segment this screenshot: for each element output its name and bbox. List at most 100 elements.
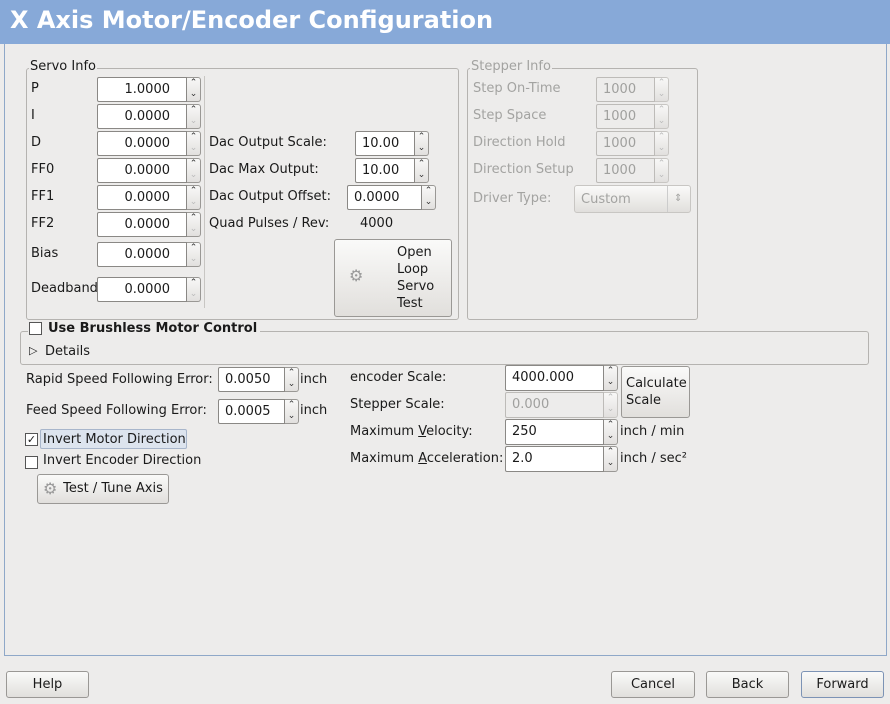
rapid-following-error-label: Rapid Speed Following Error: [26,372,213,387]
dac-max-output-spinner[interactable]: ⌃⌄ [415,158,429,183]
brushless-toggle[interactable]: Use Brushless Motor Control [28,321,261,336]
servo-param-spinner[interactable]: ⌃⌄ [187,77,201,102]
brushless-checkbox[interactable] [29,322,42,335]
servo-param-label: D [31,135,42,150]
expander-arrow-icon[interactable]: ▷ [29,344,38,357]
stepper-param-label: Step Space [473,108,547,123]
servo-param-label: FF1 [31,189,55,204]
max-acceleration-spinner[interactable]: ⌃⌄ [604,446,618,472]
servo-param-spinner[interactable]: ⌃⌄ [187,242,201,267]
stepper-scale-spinner[interactable]: ⌃⌄ [604,392,618,418]
invert-encoder-checkbox[interactable] [25,456,38,469]
servo-param-label: FF0 [31,162,55,177]
help-button[interactable]: Help [6,671,89,698]
servo-param-input[interactable]: 0.0000 [97,131,187,156]
stepper-param-spinner[interactable]: ⌃⌄ [655,104,669,129]
stepper-info-frame [467,68,698,320]
back-button[interactable]: Back [706,671,789,698]
rapid-unit: inch [300,372,328,387]
dac-output-scale-label: Dac Output Scale: [209,135,327,150]
stepper-scale-input[interactable]: 0.000 [505,392,604,418]
max-velocity-unit: inch / min [620,424,685,439]
servo-info-label: Servo Info [29,59,97,74]
servo-param-label: Bias [31,246,59,261]
rapid-following-error-spinner[interactable]: ⌃⌄ [285,367,299,392]
servo-param-input[interactable]: 0.0000 [97,277,187,302]
encoder-scale-label: encoder Scale: [350,370,447,385]
rapid-following-error-input[interactable]: 0.0050 [218,367,285,392]
mnemonic: V [418,424,427,439]
servo-param-input[interactable]: 0.0000 [97,212,187,237]
servo-param-label: I [31,108,35,123]
servo-param-spinner[interactable]: ⌃⌄ [187,104,201,129]
mnemonic: A [418,451,427,466]
stepper-param-input[interactable]: 1000 [596,104,655,129]
stepper-param-input[interactable]: 1000 [596,131,655,156]
label-part: elocity: [426,424,473,439]
quad-pulses-label: Quad Pulses / Rev: [209,216,330,231]
stepper-param-spinner[interactable]: ⌃⌄ [655,158,669,183]
dac-output-scale-input[interactable]: 10.00 [355,131,415,156]
max-acceleration-input[interactable]: 2.0 [505,446,604,472]
servo-param-input[interactable]: 0.0000 [97,242,187,267]
gears-icon: ⚙ [349,266,364,285]
forward-button[interactable]: Forward [801,671,884,698]
servo-param-spinner[interactable]: ⌃⌄ [187,185,201,210]
driver-type-label: Driver Type: [473,191,552,206]
dac-max-output-input[interactable]: 10.00 [355,158,415,183]
gears-icon: ⚙ [43,479,58,498]
stepper-param-input[interactable]: 1000 [596,158,655,183]
stepper-param-label: Direction Hold [473,135,566,150]
max-acceleration-label: Maximum Acceleration: [350,451,503,466]
max-acceleration-unit: inch / sec² [620,451,688,466]
max-velocity-spinner[interactable]: ⌃⌄ [604,419,618,445]
invert-motor-label[interactable]: Invert Motor Direction [40,429,187,449]
dac-output-scale-spinner[interactable]: ⌃⌄ [415,131,429,156]
servo-param-spinner[interactable]: ⌃⌄ [187,277,201,302]
page-title: X Axis Motor/Encoder Configuration [10,6,494,34]
feed-following-error-input[interactable]: 0.0005 [218,399,285,424]
servo-info-frame [26,68,459,320]
test-tune-axis-button[interactable]: ⚙ Test / Tune Axis [37,474,169,504]
max-velocity-label: Maximum Velocity: [350,424,473,439]
label-line: Calculate [626,376,687,391]
details-expander[interactable]: Details [45,344,91,359]
invert-encoder-label[interactable]: Invert Encoder Direction [43,453,202,468]
label-part: Maximum [350,451,419,466]
servo-param-input[interactable]: 1.0000 [97,77,187,102]
servo-param-input[interactable]: 0.0000 [97,185,187,210]
feed-following-error-label: Feed Speed Following Error: [26,403,207,418]
stepper-param-spinner[interactable]: ⌃⌄ [655,131,669,156]
stepper-param-label: Direction Setup [473,162,574,177]
dac-max-output-label: Dac Max Output: [209,162,319,177]
servo-param-input[interactable]: 0.0000 [97,158,187,183]
dac-output-offset-spinner[interactable]: ⌃⌄ [422,185,436,210]
label-line: Open [397,245,432,260]
servo-param-spinner[interactable]: ⌃⌄ [187,212,201,237]
stepper-param-label: Step On-Time [473,81,561,96]
encoder-scale-input[interactable]: 4000.000 [505,365,604,391]
label-line: Test [397,296,423,311]
label-line: Servo [397,279,435,294]
label-part: Maximum [350,424,419,439]
open-loop-servo-test-button[interactable]: ⚙ Open Loop Servo Test [334,239,452,317]
stepper-param-spinner[interactable]: ⌃⌄ [655,77,669,102]
dac-output-offset-input[interactable]: 0.0000 [347,185,422,210]
calculate-scale-button[interactable]: Calculate Scale [621,366,690,418]
servo-param-input[interactable]: 0.0000 [97,104,187,129]
feed-following-error-spinner[interactable]: ⌃⌄ [285,399,299,424]
invert-motor-checkbox[interactable]: ✓ [25,433,38,446]
stepper-param-input[interactable]: 1000 [596,77,655,102]
max-velocity-input[interactable]: 250 [505,419,604,445]
servo-param-spinner[interactable]: ⌃⌄ [187,131,201,156]
cancel-button[interactable]: Cancel [611,671,695,698]
servo-param-label: P [31,81,39,96]
stepper-scale-label: Stepper Scale: [350,397,445,412]
driver-type-select[interactable]: Custom ⇕ [574,185,691,213]
encoder-scale-spinner[interactable]: ⌃⌄ [604,365,618,391]
quad-pulses-value: 4000 [360,216,394,231]
dac-output-offset-label: Dac Output Offset: [209,189,331,204]
open-loop-label: Open Loop Servo Test [397,244,434,312]
servo-param-spinner[interactable]: ⌃⌄ [187,158,201,183]
servo-param-label: FF2 [31,216,55,231]
